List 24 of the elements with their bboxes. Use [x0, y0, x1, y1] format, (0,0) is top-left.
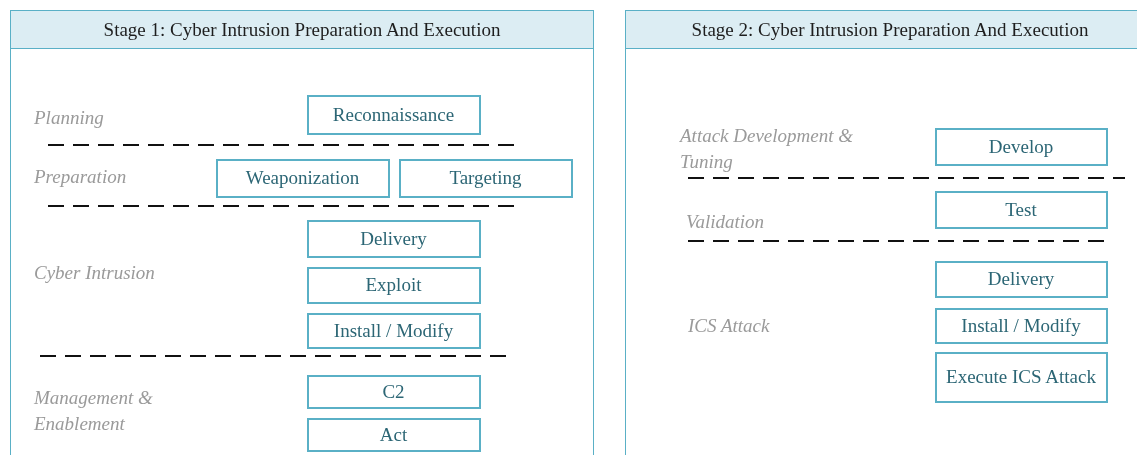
step-box: Delivery — [306, 219, 481, 258]
panel-heading: Stage 1: Cyber Intrusion Preparation And Execution — [11, 11, 593, 49]
step-box: Delivery — [934, 260, 1108, 298]
panel-heading: Stage 2: Cyber Intrusion Preparation And Execution — [626, 11, 1137, 49]
step-box: Execute ICS Attack — [934, 351, 1108, 403]
phase-label: Planning — [34, 106, 105, 130]
stage-panel — [625, 10, 1137, 455]
phase-label: ICS Attack — [688, 314, 771, 338]
step-box: Install / Modify — [934, 307, 1108, 344]
step-box: Reconnaissance — [306, 94, 481, 135]
step-box: Exploit — [306, 266, 481, 304]
stage-panel — [10, 10, 594, 455]
step-box: Act — [306, 417, 481, 452]
step-box: Targeting — [398, 158, 573, 198]
step-box: Test — [934, 190, 1108, 229]
step-box: Install / Modify — [306, 312, 481, 349]
phase-label: Preparation — [34, 165, 128, 189]
phase-label: Attack Development & Tuning — [680, 124, 855, 174]
phase-label: Validation — [686, 210, 766, 234]
step-box: C2 — [306, 374, 481, 409]
phase-label: Management & Enablement — [34, 386, 154, 436]
phase-label: Cyber Intrusion — [34, 261, 156, 285]
step-box: Develop — [934, 127, 1108, 166]
step-box: Weaponization — [215, 158, 390, 198]
